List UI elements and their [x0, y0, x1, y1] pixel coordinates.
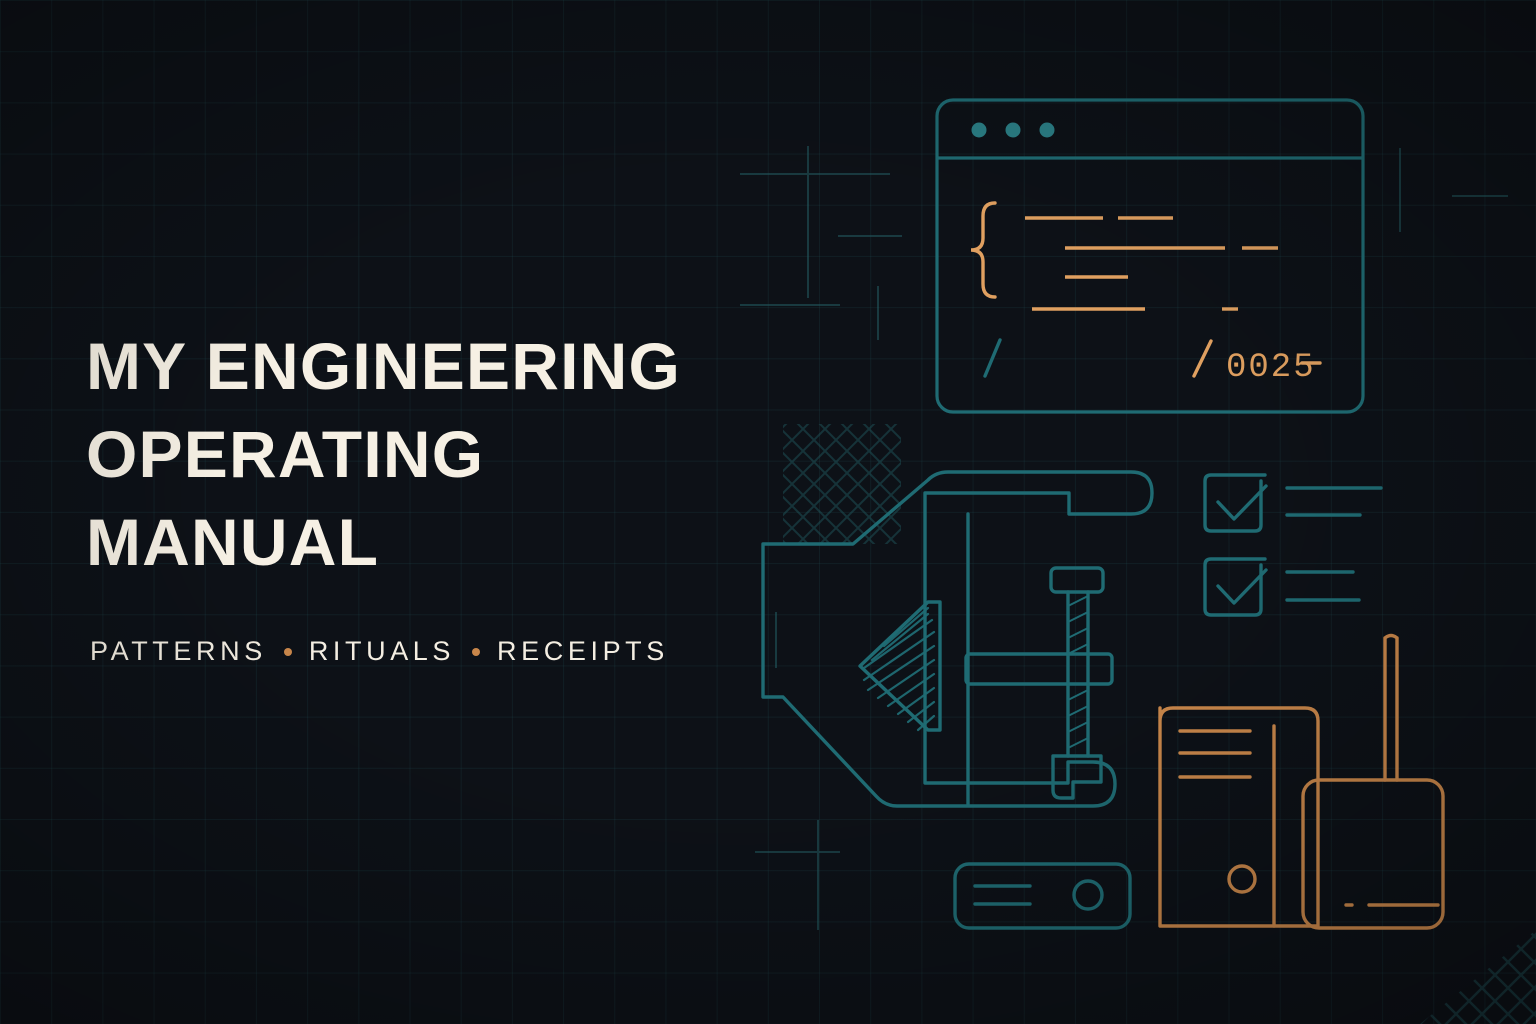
subtitle-word-patterns: PATTERNS: [90, 636, 267, 666]
clamp-wedge-hatch: [862, 606, 936, 732]
router-antenna-icon: [1383, 633, 1399, 782]
code-window-frame: [935, 98, 1365, 414]
traffic-light-dot[interactable]: [1005, 122, 1021, 138]
subtitle-separator-dot: [283, 647, 292, 656]
clamp-screw-shaft: [1066, 590, 1090, 758]
footer-number: 0025: [1226, 349, 1316, 387]
check-icon: [1216, 484, 1268, 521]
small-device-circle-icon: [1072, 879, 1104, 911]
clamp-screw-threads: [1067, 595, 1089, 749]
subtitle-word-rituals: RITUALS: [308, 636, 456, 666]
small-device: [953, 862, 1132, 930]
check-icon: [1216, 568, 1268, 605]
router-device: [1301, 633, 1445, 930]
checklist-item[interactable]: [1203, 473, 1383, 533]
code-lines: [1025, 216, 1278, 311]
clamp-wedge: [858, 600, 942, 732]
brace-glyph: [970, 201, 997, 299]
subtitle-word-receipts: RECEIPTS: [497, 636, 669, 666]
checklist: [1203, 473, 1383, 617]
traffic-light-dot[interactable]: [1039, 122, 1055, 138]
small-device-body: [953, 862, 1132, 930]
clamp-foot: [1051, 754, 1103, 800]
binder-stack: [1158, 706, 1320, 928]
footer-slash-icon: [1192, 339, 1213, 378]
clamp-crossbar: [964, 652, 1114, 686]
title-line-3: MANUAL: [86, 505, 380, 579]
checkbox-icon[interactable]: [1203, 473, 1267, 533]
checklist-item[interactable]: [1203, 557, 1361, 617]
clamp-screw-head: [1049, 566, 1105, 594]
page-title: MY ENGINEERING OPERATING MANUAL: [86, 322, 766, 586]
checkbox-icon[interactable]: [1203, 557, 1267, 617]
title-line-2: OPERATING: [86, 417, 485, 491]
binder-body: [1158, 706, 1320, 928]
binder-knob-icon: [1227, 864, 1257, 894]
c-clamp: [761, 470, 1154, 808]
subtitle-separator-dot: [472, 647, 481, 656]
traffic-light-dot[interactable]: [971, 122, 987, 138]
slash-glyph: [983, 338, 1002, 378]
code-window: 0025: [935, 98, 1365, 414]
subtitle: PATTERNS RITUALS RECEIPTS: [90, 636, 669, 667]
router-body: [1301, 778, 1445, 930]
clamp-body: [761, 470, 1154, 808]
title-line-1: MY ENGINEERING: [86, 329, 682, 403]
